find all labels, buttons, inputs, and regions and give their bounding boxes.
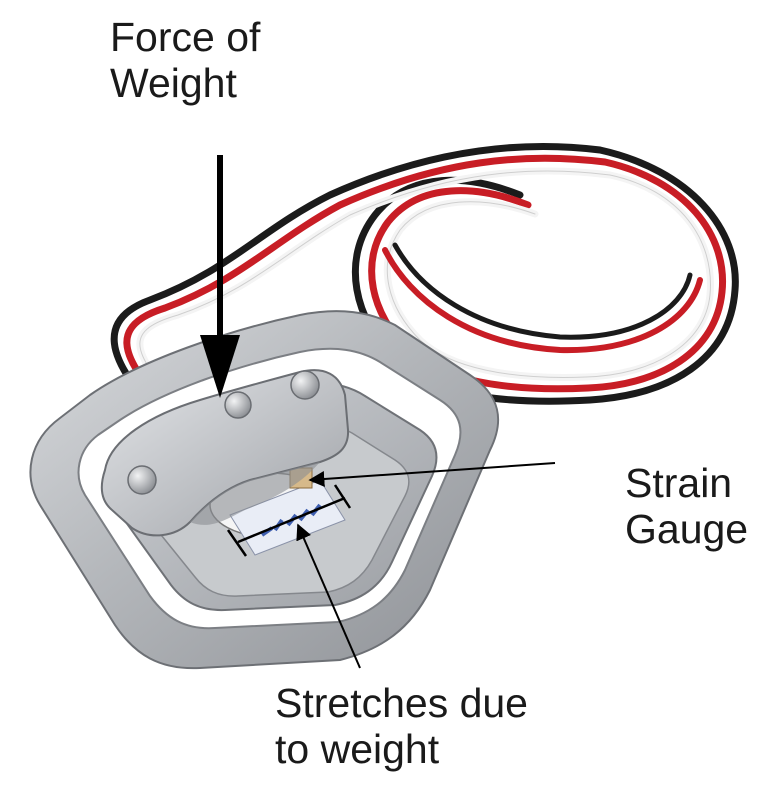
rivet-center bbox=[225, 392, 251, 418]
wire-black-2 bbox=[395, 245, 690, 337]
label-stretches-due-to-weight: Stretches due to weight bbox=[275, 680, 528, 772]
label-stretch-line1: Stretches due bbox=[275, 680, 528, 726]
label-force-of-weight: Force of Weight bbox=[110, 14, 260, 106]
label-force-line1: Force of bbox=[110, 14, 260, 60]
label-force-line2: Weight bbox=[110, 60, 260, 106]
load-cell bbox=[30, 311, 498, 668]
label-strain-line2: Gauge bbox=[625, 506, 748, 552]
label-strain-line1: Strain bbox=[625, 460, 748, 506]
label-stretch-line2: to weight bbox=[275, 726, 528, 772]
rivet-right bbox=[291, 371, 319, 399]
rivet-left bbox=[128, 466, 156, 494]
label-strain-gauge: Strain Gauge bbox=[625, 460, 748, 552]
